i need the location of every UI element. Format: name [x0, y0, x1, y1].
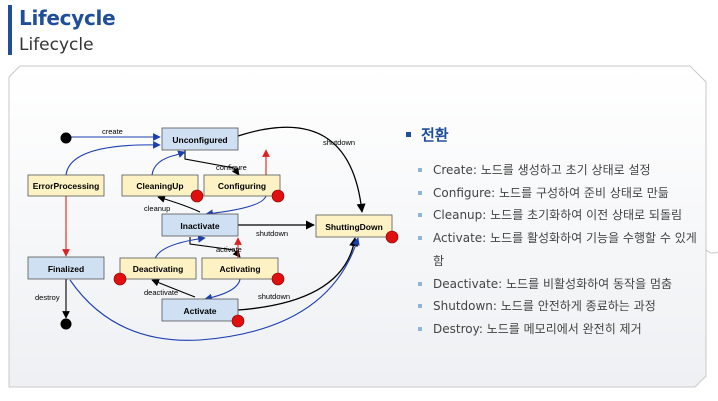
error-marker: [271, 272, 285, 286]
state-finalized: Finalized: [27, 256, 105, 280]
svg-text:Activating: Activating: [219, 264, 260, 274]
svg-text:ShuttingDown: ShuttingDown: [325, 222, 383, 232]
label-shutdown-top: shutdown: [323, 138, 355, 147]
error-marker: [271, 189, 285, 203]
page-title: Lifecycle: [19, 6, 116, 30]
list-item: Activate: 노드를 활성화하여 기능을 수행할 수 있게 함: [418, 227, 709, 272]
state-activating: Activating: [201, 257, 279, 280]
state-error-processing: ErrorProcessing: [27, 174, 105, 197]
label-destroy: destroy: [35, 293, 60, 302]
bullet-icon: [418, 236, 422, 241]
svg-text:Activate: Activate: [183, 306, 216, 316]
bullet-icon: [418, 326, 422, 331]
list-item: Shutdown: 노드를 안전하게 종료하는 과정: [418, 295, 709, 318]
error-marker: [113, 272, 127, 286]
label-configure: configure: [216, 163, 247, 172]
page-subtitle: Lifecycle: [19, 35, 94, 55]
card-curl: [705, 249, 718, 254]
state-cleaning-up: CleaningUp: [121, 174, 199, 197]
error-marker: [231, 314, 245, 328]
svg-text:CleaningUp: CleaningUp: [136, 181, 183, 191]
label-shutdown-bottom: shutdown: [258, 292, 290, 301]
state-deactivating: Deactivating: [119, 257, 197, 280]
bullet-icon: [418, 304, 422, 309]
label-activate: activate: [216, 245, 242, 254]
label-create: create: [102, 127, 123, 136]
transitions-heading: 전환: [404, 124, 709, 145]
transitions-section: 전환 Create: 노드를 생성하고 초기 상태로 설정 Configure:…: [404, 124, 709, 341]
bullet-icon: [418, 213, 422, 218]
label-cleanup: cleanup: [144, 204, 170, 213]
label-deactivate: deactivate: [144, 288, 178, 297]
bullet-icon: [418, 190, 422, 195]
lifecycle-diagram: Unconfigured ErrorProcessing CleaningUp …: [27, 126, 399, 341]
state-activate: Activate: [161, 298, 239, 322]
svg-text:Configuring: Configuring: [218, 181, 266, 191]
list-item: Configure: 노드를 구성하여 준비 상태로 만듦: [418, 182, 709, 205]
start-node: [60, 132, 72, 144]
list-item: Deactivate: 노드를 비활성화하여 동작을 멈춤: [418, 273, 709, 296]
list-item: Destroy: 노드를 메모리에서 완전히 제거: [418, 318, 709, 341]
error-marker: [385, 230, 399, 244]
svg-text:ErrorProcessing: ErrorProcessing: [33, 181, 100, 191]
list-item: Create: 노드를 생성하고 초기 상태로 설정: [418, 159, 709, 182]
svg-text:Inactivate: Inactivate: [180, 221, 219, 231]
svg-text:Unconfigured: Unconfigured: [172, 135, 227, 145]
bullet-icon: [418, 168, 422, 172]
title-accent-bar: [8, 5, 12, 55]
heading-bullet-icon: [406, 132, 411, 137]
end-node: [60, 318, 72, 330]
state-shutting-down: ShuttingDown: [315, 214, 393, 238]
bullet-icon: [418, 281, 422, 286]
svg-text:Deactivating: Deactivating: [133, 264, 184, 274]
state-configuring: Configuring: [203, 174, 281, 197]
state-unconfigured: Unconfigured: [161, 127, 239, 151]
svg-text:Finalized: Finalized: [48, 264, 84, 274]
error-marker: [190, 189, 204, 203]
label-shutdown-mid: shutdown: [256, 229, 288, 238]
list-item: Cleanup: 노드를 초기화하여 이전 상태로 되돌림: [418, 204, 709, 227]
state-inactivate: Inactivate: [161, 213, 239, 237]
